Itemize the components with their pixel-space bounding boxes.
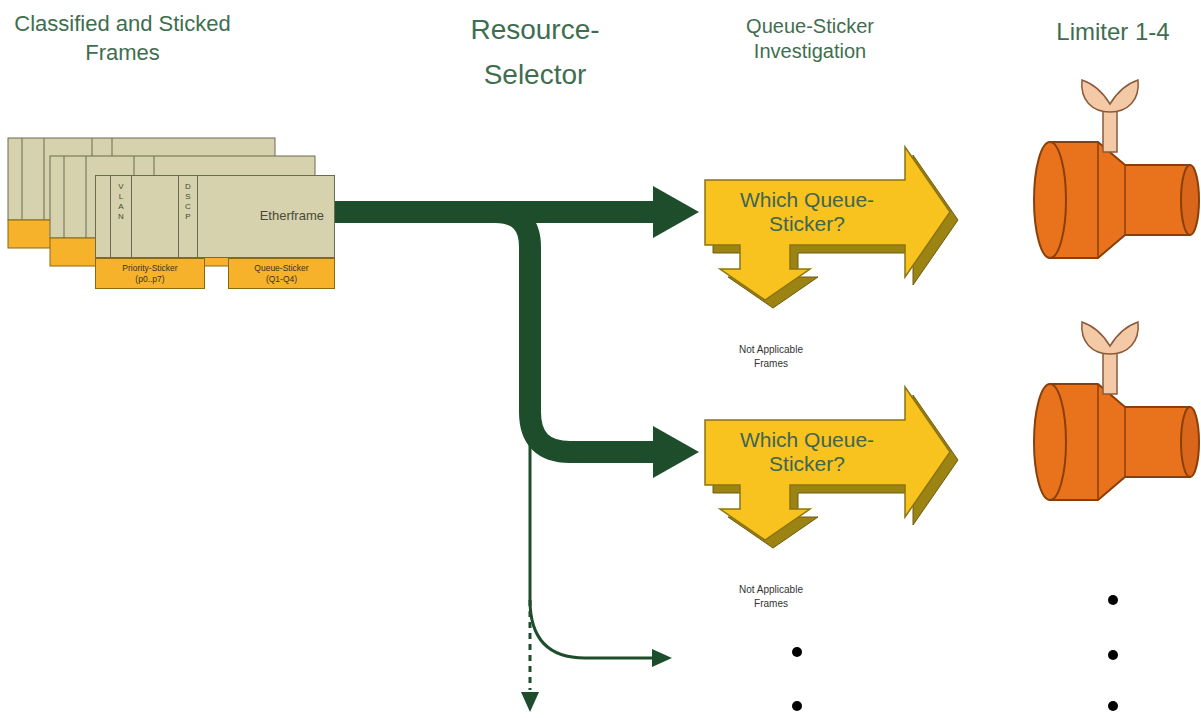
header-field: VLAN — [110, 176, 132, 257]
queue-arrow: Which Queue-Sticker? — [705, 145, 963, 310]
header-field: DSCP — [178, 176, 198, 257]
sticker-box: Priority-Sticker (p0..p7) — [95, 258, 205, 289]
selector-branch — [521, 430, 672, 712]
field-label: VLAN — [117, 182, 125, 222]
arrow-head — [653, 186, 699, 238]
arrow-face — [705, 387, 950, 540]
arrow-text-box: Which Queue-Sticker? — [713, 181, 901, 243]
arrow-label: Which Queue-Sticker? — [713, 188, 901, 236]
column-heading: Resource-Selector — [430, 8, 640, 98]
note-label: Not Applicable Frames — [725, 583, 817, 610]
selector-arrow-line — [337, 212, 659, 452]
arrow-label: Which Queue-Sticker? — [713, 428, 901, 476]
queue-arrow: Which Queue-Sticker? — [705, 385, 963, 550]
sticker-label: Priority-Sticker (p0..p7) — [119, 263, 181, 284]
frame-label: Etherframe — [260, 208, 324, 223]
selector-arrow — [337, 212, 699, 478]
sticker-box: Queue-Sticker (Q1-Q4) — [228, 258, 335, 289]
sticker-label: Queue-Sticker (Q1-Q4) — [251, 263, 313, 284]
column-heading: Limiter 1-4 — [1025, 16, 1201, 47]
limiter-valve — [1034, 322, 1199, 500]
column-heading: Queue-Sticker Investigation — [700, 14, 920, 64]
frame-box: Etherframe VLAN DSCP — [95, 175, 335, 258]
limiter-valve — [1034, 80, 1199, 258]
arrow-face — [705, 147, 950, 300]
note-label: Not Applicable Frames — [725, 343, 817, 370]
arrow-head — [653, 426, 699, 478]
column-heading: Classified and Sticked Frames — [0, 10, 245, 67]
continuation-dots — [792, 595, 1118, 711]
field-label: DSCP — [184, 182, 192, 222]
arrow-text-box: Which Queue-Sticker? — [713, 421, 901, 483]
